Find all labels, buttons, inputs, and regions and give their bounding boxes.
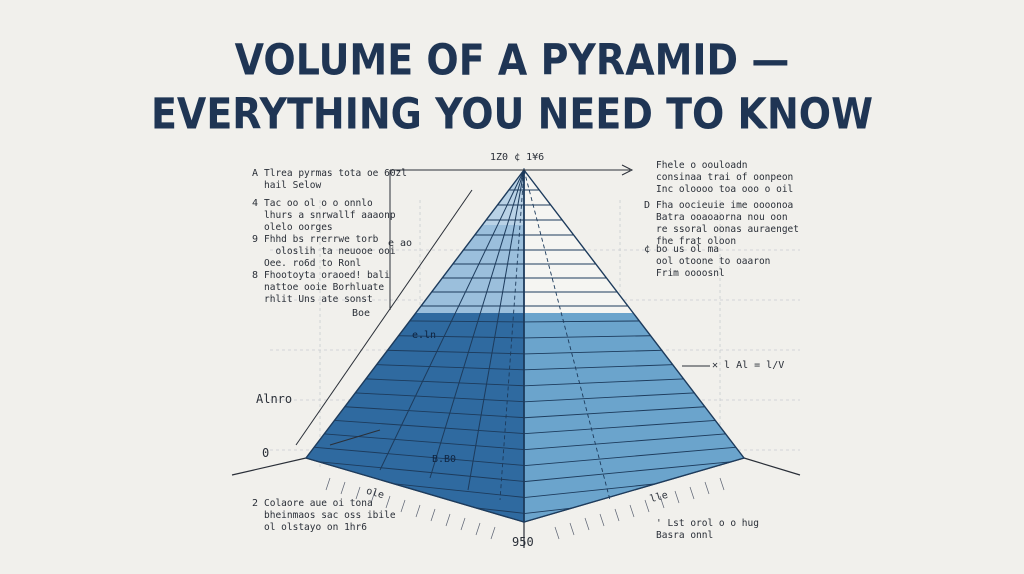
right-note-3: bo us ol ma ool otoone to oaaron Frim oo…: [656, 244, 771, 279]
bottom-value-label: 950: [512, 535, 534, 549]
apex-label: 1Z0 ¢ 1¥6: [490, 152, 545, 163]
right-equation-label: ✕ l Al = l/V: [712, 360, 785, 371]
page-subtitle: EVERYTHING YOU NEED TO KNOW: [150, 89, 874, 139]
inner-label: e.ln: [412, 330, 437, 341]
right-note-2: Fha oocieuie ime oooonoa Batra ooaoaorna…: [656, 200, 799, 247]
height-label: e ao: [388, 238, 413, 249]
right-note-2-marker: D: [644, 200, 651, 211]
base-label: Boe: [352, 308, 371, 319]
bottom-left-note: Colaore aue oi tona bheinmaos sac oss ib…: [264, 498, 396, 533]
altitude-label: Alnro: [256, 392, 293, 406]
base-center-label: B.B0: [432, 454, 457, 465]
left-note-2: Tac oo ol o o onnlo lhurs a snrwallf aaa…: [264, 198, 396, 233]
left-note-4-marker: 8: [252, 270, 259, 281]
left-note-4: Fhootoyta oraoed! bali nattoe ooie Borhl…: [264, 270, 390, 305]
right-note-3-marker: ¢: [644, 244, 651, 255]
zero-label: 0: [262, 446, 270, 460]
left-note-3: Fhhd bs rrerrwe torb oloslih ta neuooe o…: [264, 234, 396, 269]
right-note-1: Fhele o oouloadn consinaa trai of oonpeo…: [656, 160, 794, 195]
page-title: VOLUME OF A PYRAMID —: [234, 35, 790, 85]
left-note-1-marker: A: [252, 168, 259, 179]
base-hatching: [325, 477, 725, 540]
left-note-1: Tlrea pyrmas tota oe 60zl hail Selow: [264, 168, 407, 191]
left-note-3-marker: 9: [252, 234, 259, 245]
dimension-lines: [295, 164, 710, 446]
left-note-2-marker: 4: [252, 198, 259, 209]
bottom-right-note: ' Lst orol o o hug Basra onnl: [656, 518, 759, 541]
bottom-left-note-marker: 2: [252, 498, 259, 509]
pyramid-edges: [304, 167, 746, 523]
